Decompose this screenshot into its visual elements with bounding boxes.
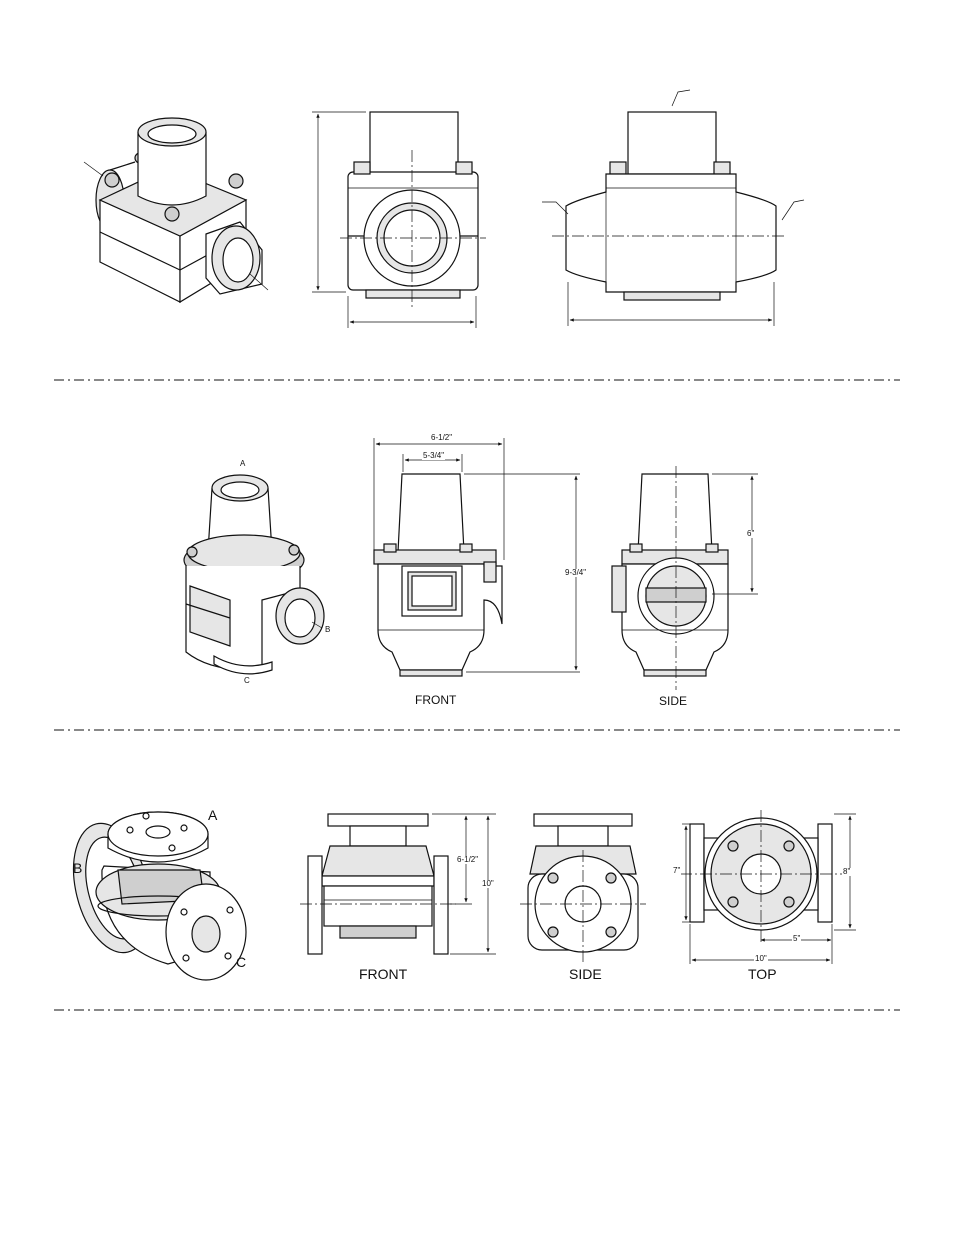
- label-inlet-a: A: [240, 460, 245, 468]
- view-title-front: FRONT: [415, 694, 456, 706]
- row2-side-view: [612, 466, 758, 690]
- dim-side-height: 6": [746, 530, 755, 538]
- row1-isometric-valve: [84, 118, 268, 302]
- label-bottom-c: C: [244, 677, 250, 685]
- dim-top-width: 5-3/4": [422, 452, 445, 460]
- row3-side-view: [520, 814, 646, 962]
- view-title-top: TOP: [748, 967, 777, 981]
- label-side-b: B: [325, 626, 330, 634]
- dim-height: 9-3/4": [564, 569, 587, 577]
- dim-overall-width: 6-1/2": [430, 434, 453, 442]
- dim-upper-height: 6-1/2": [456, 856, 479, 864]
- view-title-front: FRONT: [359, 967, 407, 981]
- label-top-a: A: [208, 808, 217, 822]
- row2-front-view: [374, 438, 580, 676]
- row2-isometric-valve: [184, 475, 324, 674]
- dim-top-width: 10": [754, 955, 768, 963]
- dim-top-depth-outer: 8": [842, 868, 851, 876]
- label-left-b: B: [73, 861, 82, 875]
- row3-front-view: [300, 814, 496, 954]
- dim-top-half: 5": [792, 935, 801, 943]
- label-right-c: C: [236, 955, 246, 969]
- view-title-side: SIDE: [659, 695, 687, 707]
- dim-total-height: 10": [481, 880, 495, 888]
- dim-top-depth: 7": [672, 867, 681, 875]
- row3-isometric-valve: [61, 812, 246, 980]
- row1-side-view: [542, 90, 804, 326]
- view-title-side: SIDE: [569, 967, 602, 981]
- row3-top-view: [680, 810, 856, 964]
- row1-front-view: [312, 112, 486, 328]
